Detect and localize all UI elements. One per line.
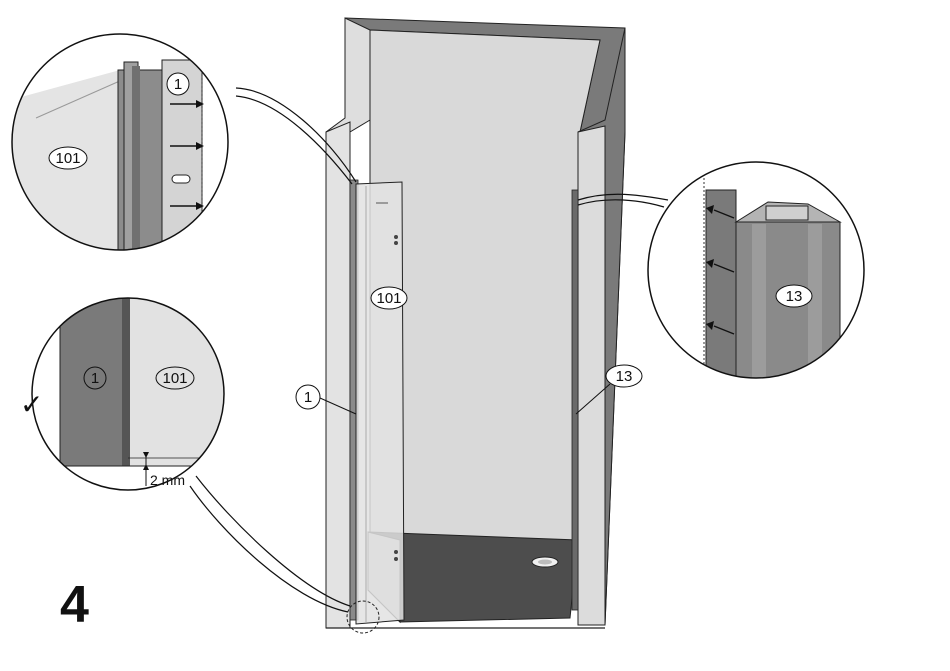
svg-text:2 mm: 2 mm <box>150 472 185 488</box>
svg-text:13: 13 <box>786 288 803 305</box>
callout-13-right: 13 <box>776 285 812 307</box>
wall-profile-right <box>572 190 578 610</box>
svg-text:1: 1 <box>174 76 182 93</box>
shower-enclosure <box>190 18 668 633</box>
svg-text:101: 101 <box>376 290 401 307</box>
callout-101-main: 101 <box>371 287 407 309</box>
detail-top-left: 1 101 <box>10 34 228 270</box>
callout-13-main: 13 <box>606 365 642 387</box>
svg-text:101: 101 <box>55 150 80 167</box>
hinge-hole-icon <box>394 550 398 554</box>
step-number: 4 <box>60 576 89 634</box>
hinge-hole-icon <box>394 241 398 245</box>
svg-text:13: 13 <box>616 368 633 385</box>
svg-text:1: 1 <box>304 389 312 406</box>
svg-text:101: 101 <box>162 370 187 387</box>
hinge-hole-icon <box>394 235 398 239</box>
callout-1-top: 1 <box>167 73 189 95</box>
check-icon: ✓ <box>20 388 43 421</box>
detail-right: 13 <box>648 150 864 424</box>
callout-1-main: 1 <box>296 385 320 409</box>
callout-101-top: 101 <box>49 147 87 169</box>
back-panel <box>370 30 600 540</box>
svg-text:1: 1 <box>91 370 99 387</box>
left-wall-top <box>326 122 350 628</box>
hinge-hole-icon <box>394 557 398 561</box>
detail-bottom-left: 2 mm 1 101 <box>32 290 250 490</box>
